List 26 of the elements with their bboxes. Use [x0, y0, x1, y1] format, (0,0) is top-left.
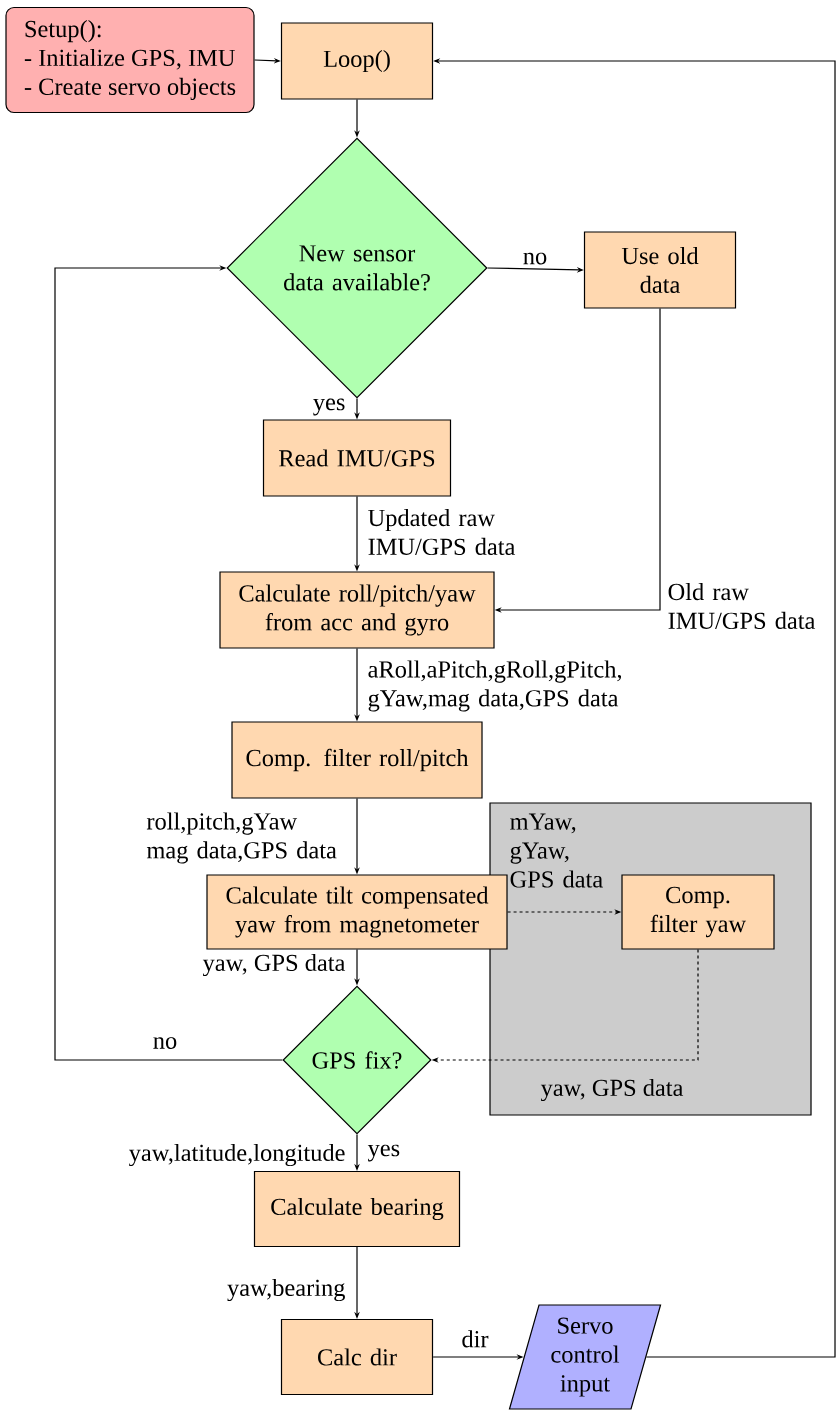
setup-box: Setup(): - Initialize GPS, IMU - Create servo objects [5, 6, 255, 114]
process-box: Calculate roll/pitch/yaw from acc and gyro [219, 571, 495, 649]
io-parallelogram: Servo control input [508, 1304, 662, 1410]
edge-label: roll,pitch,gYaw mag data,GPS data [146, 812, 337, 864]
process-box: Loop() [280, 22, 434, 100]
edge-label: aRoll,aPitch,gRoll,gPitch, gYaw,mag data,GPS data [368, 660, 622, 712]
process-box: Comp. filter roll/pitch [231, 721, 483, 799]
edge-label: no [153, 1037, 177, 1049]
edge-label: yaw, GPS data [202, 953, 346, 977]
arrow [54, 265, 283, 1061]
edge-label: yes [313, 398, 345, 416]
edge-label: no [523, 252, 547, 265]
data-label: yaw,latitude,longitude [129, 1143, 345, 1167]
process-box: Use old data [583, 231, 737, 309]
process-box: Comp. filter yaw [621, 874, 775, 950]
edge-label: Old raw IMU/GPS data [668, 582, 816, 630]
process-box: Calculate tilt compensated yaw from magnetometer [206, 874, 508, 950]
process-box: Read IMU/GPS [262, 419, 452, 497]
edge-label: yaw,bearing [227, 1278, 345, 1302]
edge-label: yes [367, 1144, 400, 1162]
edge-label: Updated raw IMU/GPS data [368, 508, 516, 556]
edge-label: dir [462, 1330, 489, 1348]
edge-label: yaw, GPS data [540, 1078, 684, 1102]
edge-label: mYaw, gYaw, GPS data [510, 813, 603, 888]
process-box: Calculate bearing [253, 1170, 461, 1248]
process-box: Calc dir [280, 1318, 434, 1396]
